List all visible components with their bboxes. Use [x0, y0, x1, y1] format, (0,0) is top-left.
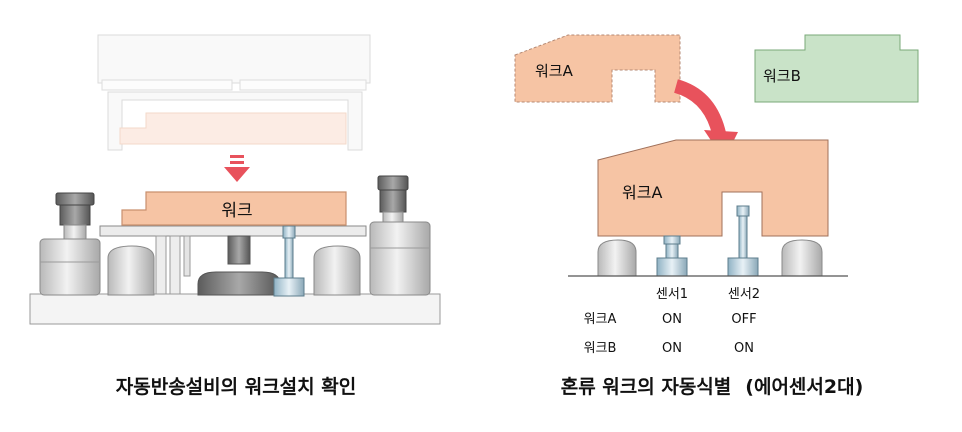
sensor-2 [727, 205, 759, 277]
table-cell: OFF [731, 312, 756, 327]
locator-bump [781, 239, 823, 277]
workpiece-a-installed [597, 139, 829, 237]
workpiece-b [754, 34, 919, 103]
clamp-cylinder-right [369, 175, 431, 296]
left-diagram [29, 34, 441, 325]
clamp-cylinder-left [39, 192, 101, 296]
right-caption-suffix: (에어센서2대) [745, 376, 863, 398]
locator-bump [107, 245, 155, 296]
sensor-state-table: 센서1 센서2 워크A ON OFF 워크B ON ON [584, 287, 761, 356]
right-caption: 혼류 워크의 자동식별 (에어센서2대) [561, 375, 864, 398]
table-cell: ON [734, 341, 754, 356]
fixture-plate [99, 225, 367, 237]
center-support [197, 235, 281, 296]
sensor-1 [656, 235, 688, 277]
table-row-label: 워크B [584, 341, 617, 356]
down-arrow [224, 155, 250, 182]
workpiece-a-label: 워크A [535, 62, 574, 80]
locator-bump [313, 245, 361, 296]
workpiece-a-source [514, 34, 681, 103]
gripped-workpiece [119, 112, 347, 145]
workpiece-b-label: 워크B [763, 67, 801, 85]
table-row-label: 워크A [584, 312, 617, 327]
right-diagram [514, 34, 919, 277]
table-cell: ON [662, 312, 682, 327]
workpiece [121, 191, 347, 226]
machine-base [29, 293, 441, 325]
transfer-gripper [97, 34, 371, 151]
table-header-sensor2: 센서2 [728, 287, 760, 302]
left-caption: 자동반송설비의 워크설치 확인 [116, 375, 356, 398]
workpiece-label: 워크 [221, 201, 252, 221]
right-caption-main: 혼류 워크의 자동식별 [561, 375, 732, 398]
table-header-sensor1: 센서1 [656, 287, 688, 302]
installed-workpiece-label: 워크A [622, 183, 662, 202]
air-sensor [273, 225, 305, 297]
table-cell: ON [662, 341, 682, 356]
locator-bump [597, 239, 637, 277]
